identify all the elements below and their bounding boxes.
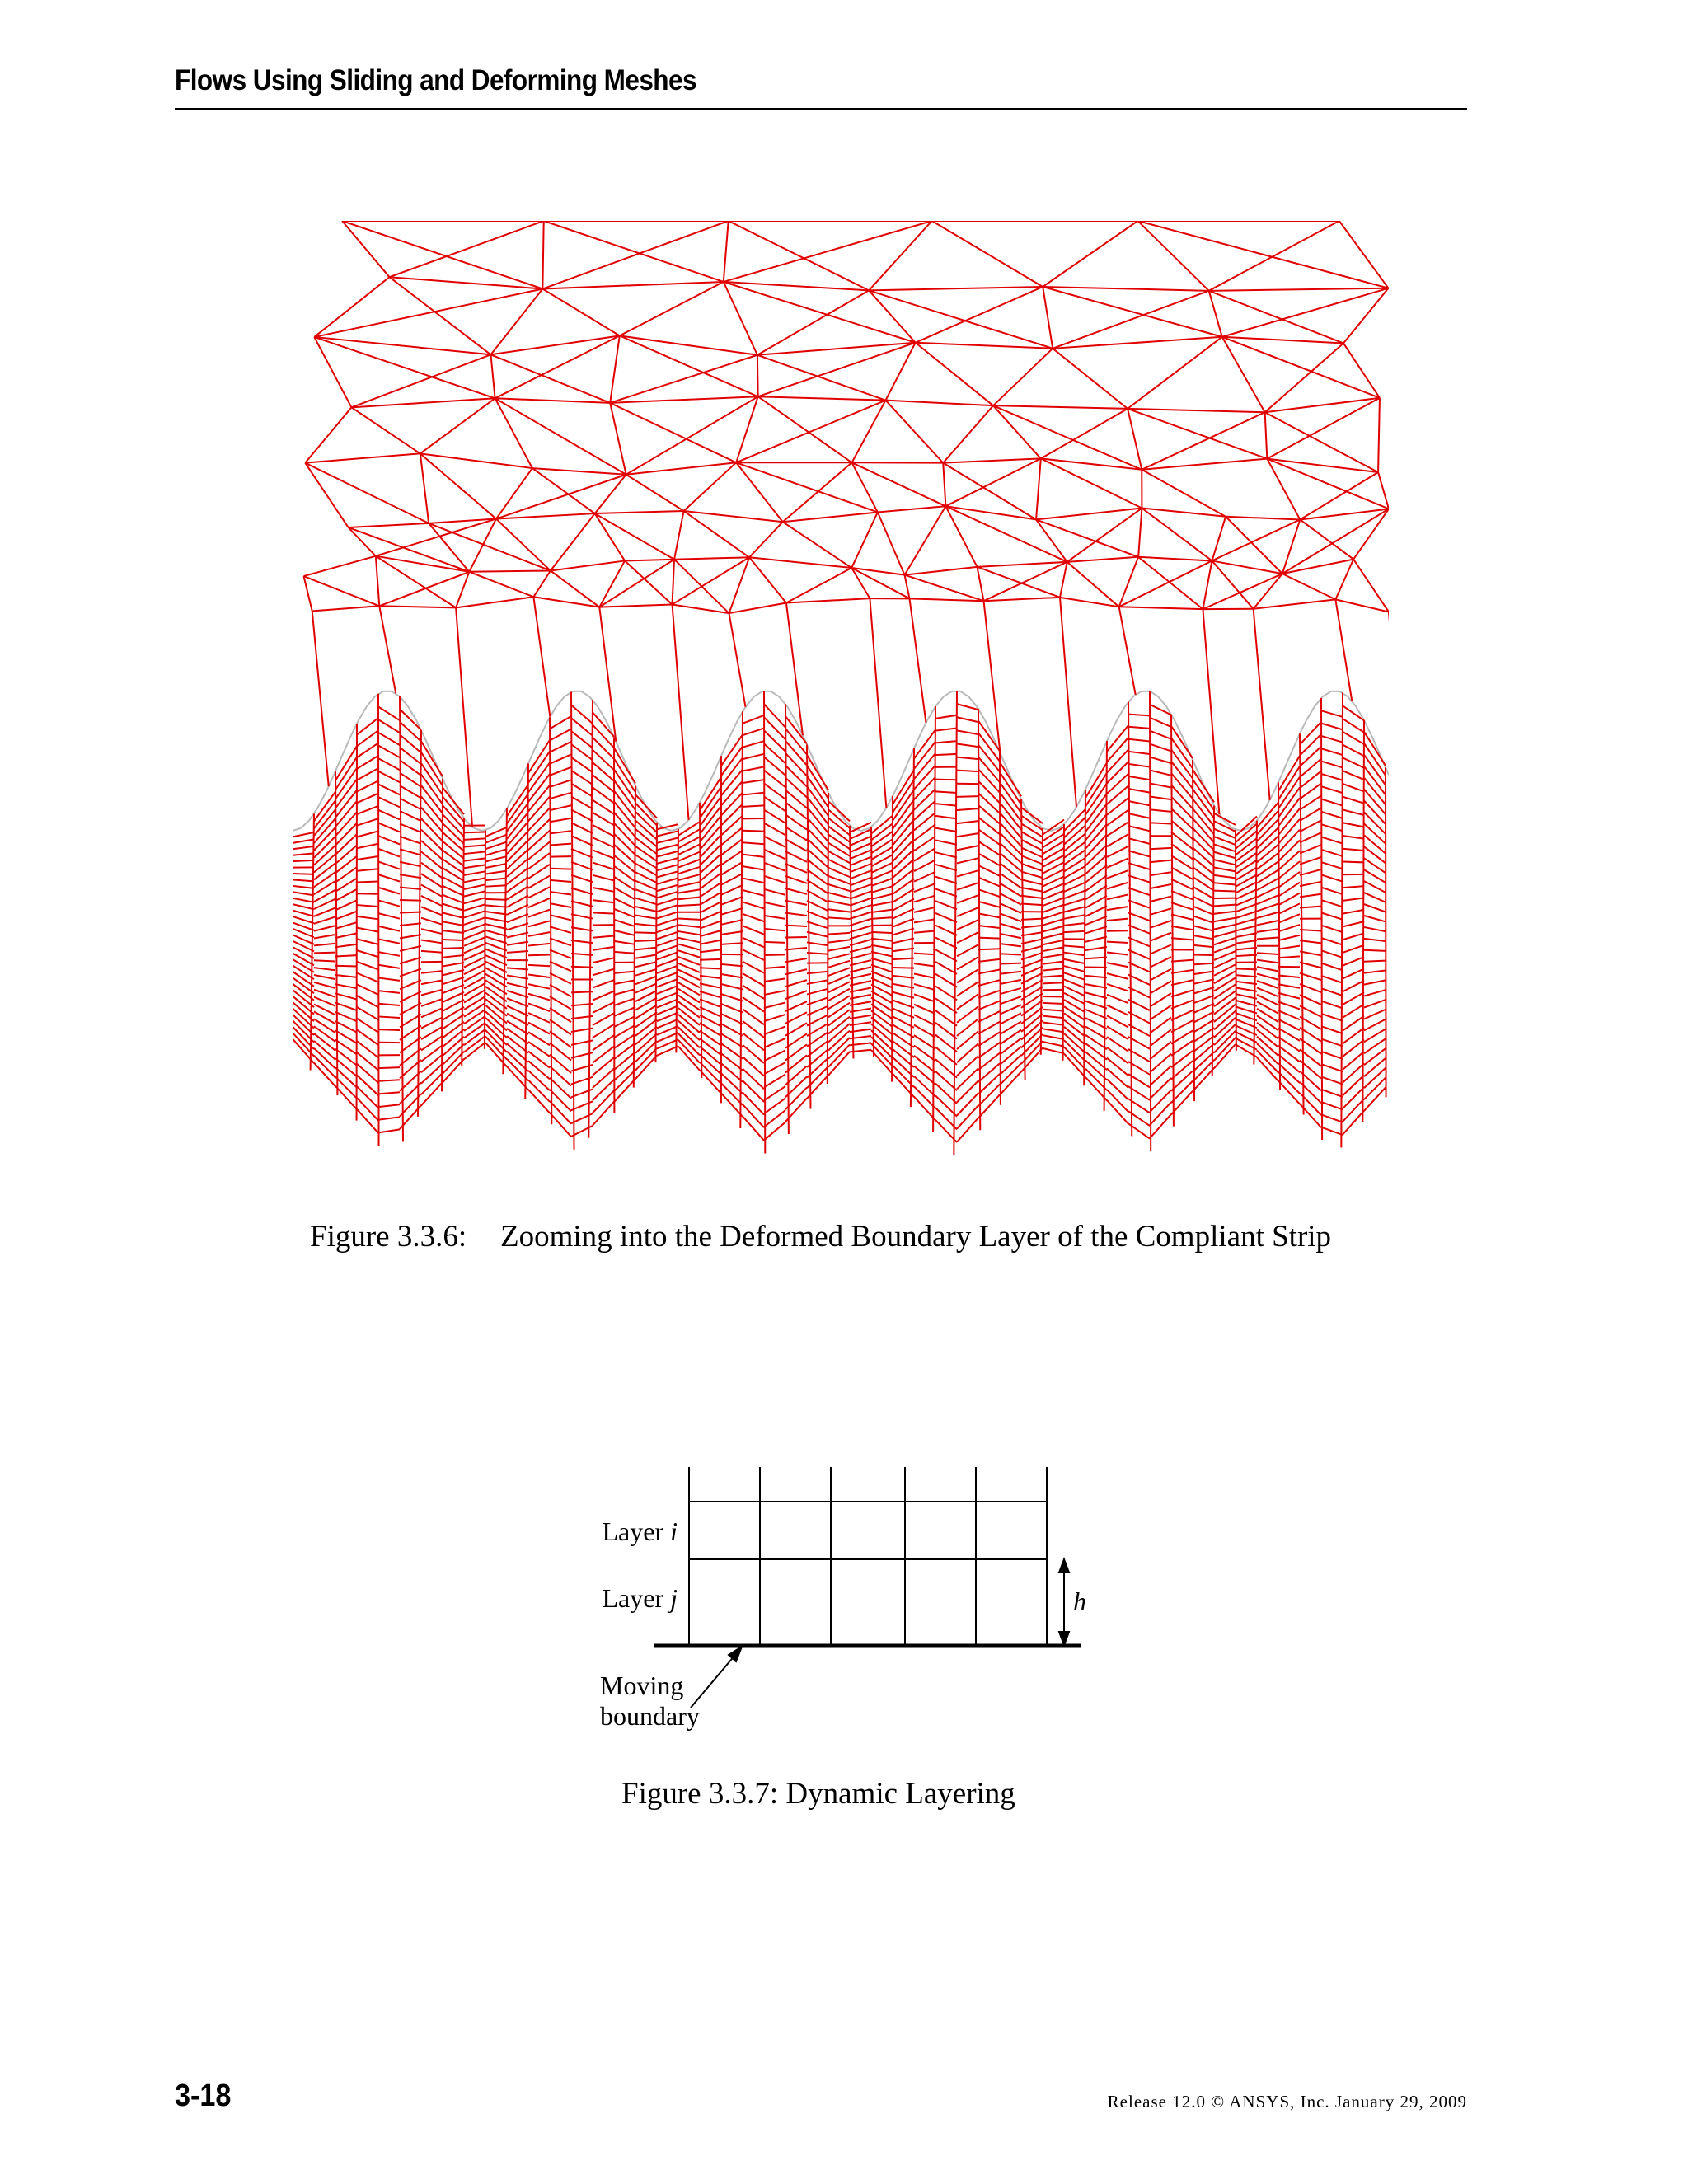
mesh-lines bbox=[293, 221, 1389, 1155]
moving-label-line2: boundary bbox=[600, 1701, 700, 1731]
moving-label-line1: Moving bbox=[600, 1671, 683, 1700]
layer-j-label: Layer j bbox=[603, 1583, 678, 1613]
figure-caption-text: Zooming into the Deformed Boundary Layer… bbox=[500, 1220, 1332, 1254]
height-dimension-arrow bbox=[1057, 1557, 1071, 1647]
layer-grid bbox=[688, 1467, 1048, 1645]
dynamic-layering-diagram: Layer i Layer j h Moving boundary bbox=[600, 1467, 1086, 1731]
layer-i-label: Layer i bbox=[603, 1516, 678, 1546]
height-label: h bbox=[1073, 1586, 1086, 1616]
page-number: 3-18 bbox=[175, 2079, 232, 2113]
release-info: Release 12.0 © ANSYS, Inc. January 29, 2… bbox=[1107, 2092, 1467, 2111]
figure-number: Figure 3.3.6: bbox=[310, 1220, 467, 1254]
running-header-title: Flows Using Sliding and Deforming Meshes bbox=[175, 64, 697, 96]
header-rule bbox=[175, 108, 1467, 110]
figure-3-3-7-caption: Figure 3.3.7: Dynamic Layering bbox=[621, 1776, 1015, 1811]
deformed-mesh-figure bbox=[293, 221, 1389, 1155]
figure-number: Figure 3.3.7: bbox=[621, 1777, 779, 1811]
figure-caption-text: Dynamic Layering bbox=[785, 1777, 1015, 1811]
boundary-pointer-arrow bbox=[690, 1644, 744, 1708]
